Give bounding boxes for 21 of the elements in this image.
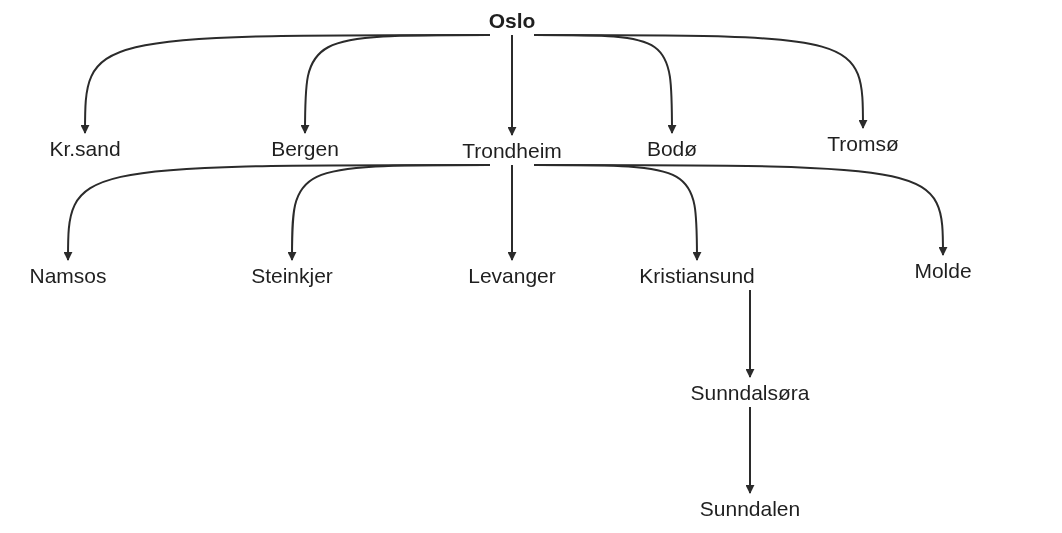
city-label: Kr.sand <box>49 137 121 159</box>
arrow <box>300 34 491 134</box>
arrow <box>507 164 517 261</box>
city-label: Oslo <box>488 9 536 31</box>
city-label: Sunndalen <box>699 497 801 519</box>
city-label: Tromsø <box>827 132 899 154</box>
city-label: Trondheim <box>462 139 562 161</box>
city-label: Sunndalsøra <box>690 381 810 403</box>
city-label: Bodø <box>646 137 698 159</box>
arrow <box>745 289 755 378</box>
arrow <box>745 406 755 494</box>
city-label: Namsos <box>29 264 107 286</box>
city-label: Levanger <box>468 264 556 286</box>
arrow <box>533 34 868 129</box>
arrow <box>507 34 517 136</box>
city-label: Bergen <box>271 137 339 159</box>
city-label: Molde <box>914 259 972 281</box>
arrow <box>287 164 491 261</box>
city-label: Kristiansund <box>639 264 755 286</box>
arrow <box>533 164 948 256</box>
city-label: Steinkjer <box>251 264 333 286</box>
